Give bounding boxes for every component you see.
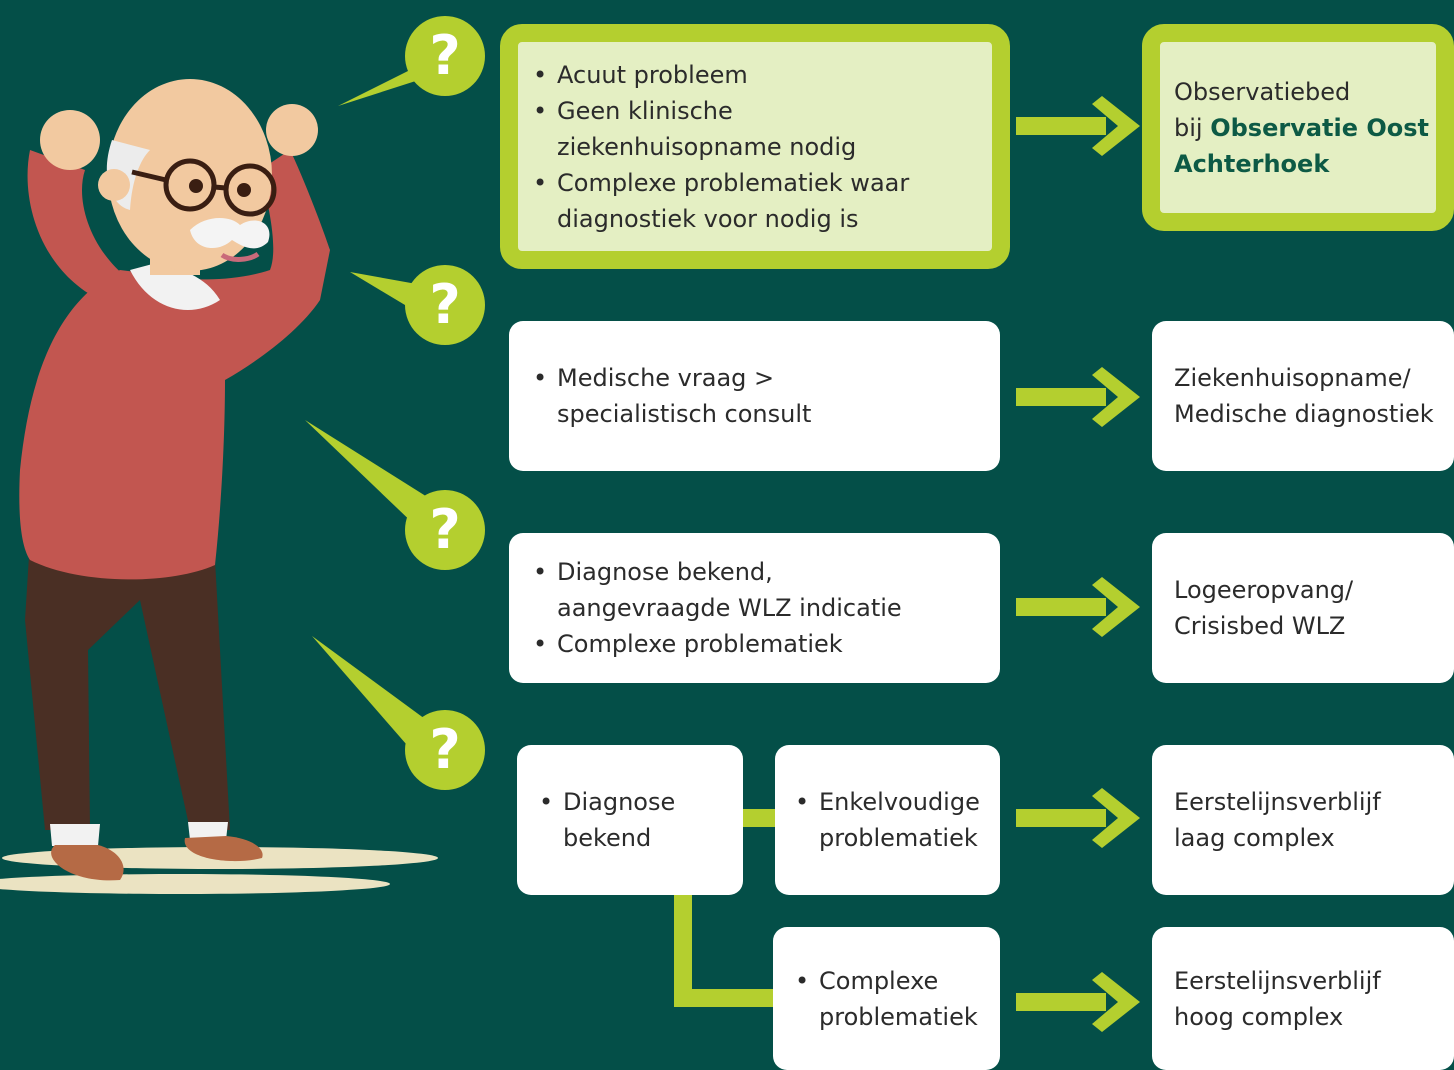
arrow-icon xyxy=(1016,96,1140,156)
result-line: Eerstelijnsverblijf xyxy=(1174,966,1381,995)
result-box-elv-hoog: Eerstelijnsverblijf hoog complex xyxy=(1152,927,1454,1070)
criteria-item: Medische vraag > specialistisch consult xyxy=(533,360,827,432)
result-line: Observatiebed xyxy=(1174,77,1351,106)
result-box-observatiebed: Observatiebed bij Observatie Oost Achter… xyxy=(1142,24,1454,231)
criteria-item: Complexe problematiek waar diagnostiek v… xyxy=(533,165,957,237)
criteria-item: Diagnose bekend xyxy=(539,784,713,856)
question-mark-icon: ? xyxy=(405,16,485,96)
flow-arrows xyxy=(1016,96,1140,1032)
arrow-icon xyxy=(1016,577,1140,637)
arrow-icon xyxy=(1016,972,1140,1032)
result-line: laag complex xyxy=(1174,824,1335,852)
connector-lines xyxy=(674,809,776,1007)
arrow-icon xyxy=(1016,367,1140,427)
result-line: Logeeropvang/ xyxy=(1174,576,1354,604)
criteria-item: Complexe problematiek xyxy=(795,963,1004,1035)
result-box-elv-laag: Eerstelijnsverblijf laag complex xyxy=(1152,745,1454,895)
question-mark-icon: ? xyxy=(405,265,485,345)
result-line: Medische diagnostiek xyxy=(1174,400,1434,428)
criteria-item: Enkelvoudige problematiek xyxy=(795,784,1004,856)
confused-elderly-man-illustration xyxy=(0,79,438,894)
criteria-box-row1: Acuut probleem Geen klinische ziekenhuis… xyxy=(500,24,1010,269)
result-prefix: bij xyxy=(1174,113,1203,142)
criteria-box-row3: Diagnose bekend, aangevraagde WLZ indica… xyxy=(509,533,1000,683)
criteria-box-enkelvoudig: Enkelvoudige problematiek xyxy=(775,745,1000,895)
result-box-ziekenhuisopname: Ziekenhuisopname/ Medische diagnostiek xyxy=(1152,321,1454,471)
result-line: hoog complex xyxy=(1174,1002,1344,1031)
criteria-box-row2: Medische vraag > specialistisch consult xyxy=(509,321,1000,471)
result-bold-org: Observatie Oost Achterhoek xyxy=(1174,113,1430,178)
criteria-item: Geen klinische ziekenhuisopname nodig xyxy=(533,93,887,165)
speech-pointer-4 xyxy=(312,636,440,760)
question-mark-icon: ? xyxy=(405,490,485,570)
result-box-logeeropvang: Logeeropvang/ Crisisbed WLZ xyxy=(1152,533,1454,683)
result-line: bij Observatie Oost Achterhoek xyxy=(1174,110,1436,182)
result-line: Eerstelijnsverblijf xyxy=(1174,788,1381,816)
criteria-item: Diagnose bekend, aangevraagde WLZ indica… xyxy=(533,554,917,626)
criteria-item: Complexe problematiek xyxy=(533,626,917,662)
question-mark-icon: ? xyxy=(405,710,485,790)
arrow-icon xyxy=(1016,788,1140,848)
speech-pointer-3 xyxy=(305,420,440,530)
criteria-box-complexe: Complexe problematiek xyxy=(773,927,1000,1070)
criteria-box-diagnose-bekend: Diagnose bekend xyxy=(517,745,743,895)
criteria-item: Acuut probleem xyxy=(533,57,957,93)
result-line: Crisisbed WLZ xyxy=(1174,612,1346,640)
result-line: Ziekenhuisopname/ xyxy=(1174,364,1411,392)
